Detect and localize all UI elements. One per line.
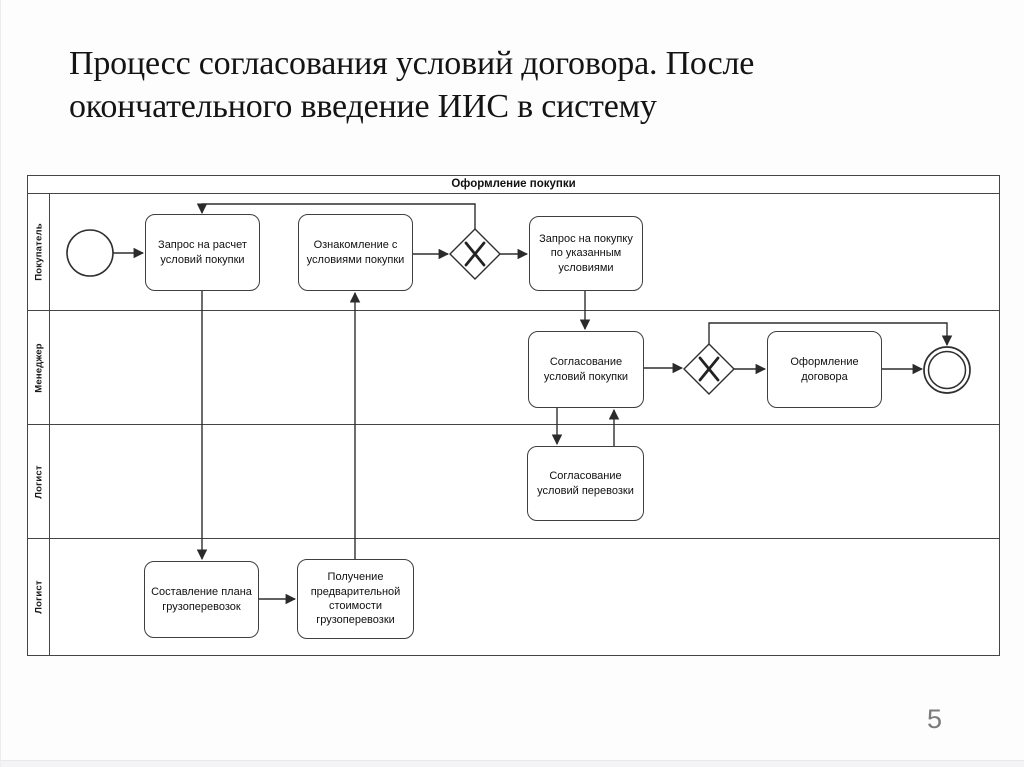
task-purchase-request: Запрос на покупку по указанным условиями bbox=[529, 216, 643, 291]
slide-title-line1: Процесс согласования условий договора. П… bbox=[69, 45, 755, 82]
page-number: 5 bbox=[927, 704, 943, 734]
slide-bottom-edge bbox=[1, 760, 1024, 767]
task-freight-plan: Составление плана грузоперевозок bbox=[144, 561, 259, 638]
lane-logistician-1: Логист bbox=[28, 425, 999, 539]
x-gateway-icon bbox=[464, 241, 486, 267]
flow-gateway2-to-end-bypass bbox=[708, 322, 953, 347]
sequence-flows bbox=[66, 203, 971, 605]
task-request-calc: Запрос на расчет условий покупки bbox=[145, 214, 260, 291]
task-preliminary-cost: Получение предварительной стоимости груз… bbox=[297, 559, 414, 639]
pool-header: Оформление покупки bbox=[28, 176, 999, 194]
task-contract-execution: Оформление договора bbox=[767, 331, 882, 408]
task-agree-transport-terms: Согласование условий перевозки bbox=[527, 446, 644, 521]
slide-title-line2: окончательного введение ИИС в систему bbox=[69, 88, 657, 125]
lane-label-logistician-2: Логист bbox=[28, 539, 50, 655]
lane-manager: Менеджер bbox=[28, 311, 999, 425]
end-event bbox=[923, 346, 971, 394]
task-review-terms: Ознакомление с условиями покупки bbox=[298, 214, 413, 291]
lane-label-buyer: Покупатель bbox=[28, 194, 50, 310]
slide-title: Процесс согласования условий договора. П… bbox=[69, 42, 969, 128]
task-agree-purchase-terms: Согласование условий покупки bbox=[528, 331, 644, 408]
lane-logistician-2: Логист bbox=[28, 539, 999, 655]
flow-gateway1-back-to-request-calc bbox=[196, 203, 476, 229]
x-gateway-icon bbox=[698, 356, 720, 382]
bpmn-pool: Оформление покупки Покупатель Менеджер Л… bbox=[27, 175, 1000, 656]
lane-label-manager: Менеджер bbox=[28, 311, 50, 424]
exclusive-gateway-manager bbox=[683, 343, 735, 395]
start-event bbox=[66, 229, 114, 277]
lane-buyer: Покупатель bbox=[28, 194, 999, 311]
flow-lines bbox=[113, 203, 953, 605]
exclusive-gateway-buyer bbox=[449, 228, 501, 280]
lane-label-logistician-1: Логист bbox=[28, 425, 50, 538]
